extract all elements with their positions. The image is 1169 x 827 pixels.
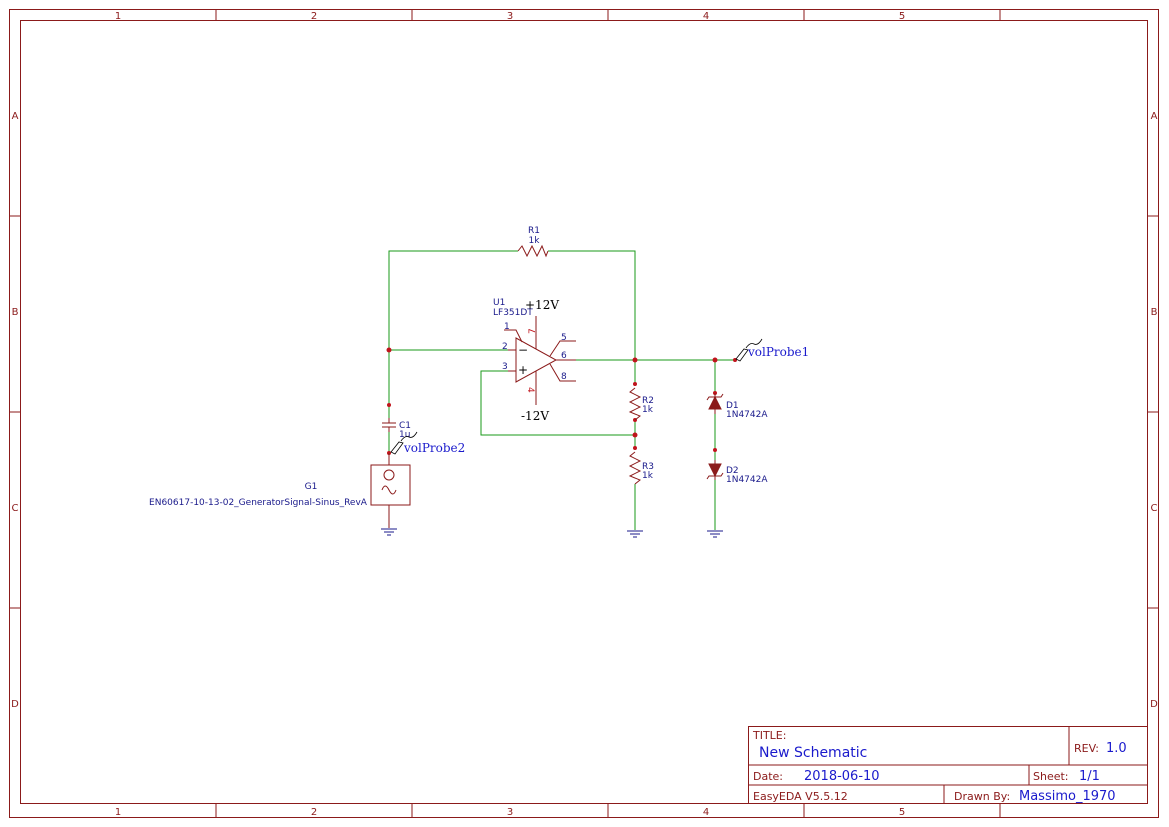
- g1-value: EN60617-10-13-02_GeneratorSignal-Sinus_R…: [149, 498, 368, 508]
- u1-pin-8: 8: [561, 372, 567, 382]
- drawn-by-label: Drawn By:: [954, 790, 1010, 803]
- title-block: TITLE: New Schematic REV: 1.0 Date: 2018…: [748, 726, 1148, 804]
- ground-symbol-r3: [627, 530, 643, 538]
- d1-value: 1N4742A: [726, 410, 768, 420]
- capacitor-c1[interactable]: C1 1u: [382, 418, 411, 440]
- probe-2-label: volProbe2: [403, 441, 465, 455]
- sine-wave-icon: [381, 485, 397, 495]
- tool-version: EasyEDA V5.5.12: [753, 790, 848, 803]
- u1-ref: U1: [493, 298, 505, 308]
- wires: [388, 250, 735, 530]
- u1-value: LF351DT: [493, 308, 533, 318]
- resistor-r3[interactable]: R3 1k: [628, 451, 654, 485]
- row-label-a: A: [1151, 111, 1158, 122]
- c1-ref: C1: [399, 421, 411, 431]
- zener-d1[interactable]: D1 1N4742A: [706, 393, 768, 420]
- row-label-b: B: [12, 307, 19, 318]
- r3-ref: R3: [642, 462, 654, 472]
- probe-1-label: volProbe1: [747, 345, 809, 359]
- row-labels-right: A B C D: [1150, 111, 1158, 710]
- column-label-3: 3: [507, 807, 513, 818]
- ground-symbol-g1: [381, 528, 397, 536]
- schematic-title: New Schematic: [759, 745, 867, 761]
- u1-pin-1: 1: [504, 322, 510, 332]
- column-label-3: 3: [507, 11, 513, 22]
- c1-value: 1u: [399, 430, 410, 440]
- column-label-4: 4: [703, 807, 709, 818]
- voltage-probe-1[interactable]: volProbe1: [735, 338, 809, 362]
- u1-pin-5: 5: [561, 333, 567, 343]
- drawn-by-value: Massimo_1970: [1019, 789, 1116, 804]
- u1-pin-7: 7: [528, 328, 538, 334]
- voltage-probe-2[interactable]: volProbe2: [390, 431, 465, 455]
- row-label-b: B: [1151, 307, 1158, 318]
- row-label-c: C: [1151, 503, 1158, 514]
- resistor-r2[interactable]: R2 1k: [628, 387, 654, 421]
- date-label: Date:: [753, 770, 783, 783]
- rev-label: REV:: [1074, 742, 1099, 755]
- column-label-4: 4: [703, 11, 709, 22]
- sheet-value: 1/1: [1079, 769, 1100, 784]
- ground-symbol-d2: [707, 530, 723, 538]
- rev-value: 1.0: [1106, 741, 1127, 756]
- d2-ref: D2: [726, 466, 739, 476]
- u1-supply-pos: +12V: [525, 298, 559, 312]
- column-label-2: 2: [311, 807, 317, 818]
- row-labels-left: A B C D: [11, 111, 19, 710]
- g1-ref: G1: [305, 482, 318, 492]
- probe-icon: [735, 348, 749, 362]
- u1-pin-2: 2: [502, 342, 508, 352]
- signal-generator-g1[interactable]: G1 EN60617-10-13-02_GeneratorSignal-Sinu…: [149, 453, 411, 528]
- column-label-1: 1: [115, 807, 121, 818]
- r2-ref: R2: [642, 396, 654, 406]
- sheet-label: Sheet:: [1033, 770, 1069, 783]
- d1-ref: D1: [726, 401, 739, 411]
- resistor-r1[interactable]: R1 1k: [517, 226, 549, 258]
- zener-d2[interactable]: D2 1N4742A: [706, 460, 768, 485]
- u1-pin-6: 6: [561, 351, 567, 361]
- date-value: 2018-06-10: [804, 769, 880, 784]
- u1-minus-sign: −: [518, 343, 528, 357]
- column-labels-bottom: 1 2 3 4 5: [115, 807, 905, 818]
- u1-pin-4: 4: [525, 387, 535, 393]
- title-label: TITLE:: [752, 729, 786, 742]
- column-label-5: 5: [899, 11, 905, 22]
- sheet-frame: [9, 9, 1159, 818]
- row-label-d: D: [11, 699, 19, 710]
- probe-icon: [390, 441, 404, 455]
- u1-plus-sign: +: [518, 363, 528, 377]
- u1-pin-3: 3: [502, 362, 508, 372]
- r1-value: 1k: [529, 236, 541, 246]
- row-label-d: D: [1150, 699, 1158, 710]
- r1-ref: R1: [528, 226, 540, 236]
- column-label-1: 1: [115, 11, 121, 22]
- u1-supply-neg: -12V: [521, 409, 549, 423]
- r3-value: 1k: [642, 471, 654, 481]
- r2-value: 1k: [642, 405, 654, 415]
- opamp-u1[interactable]: − + 1 2 3 4 5 6 7 8 U1 LF351DT +12V -12V: [493, 298, 576, 423]
- column-labels-top: 1 2 3 4 5: [115, 11, 905, 22]
- row-label-a: A: [12, 111, 19, 122]
- row-label-c: C: [12, 503, 19, 514]
- column-label-5: 5: [899, 807, 905, 818]
- junction-dots: [386, 347, 737, 455]
- d2-value: 1N4742A: [726, 475, 768, 485]
- column-label-2: 2: [311, 11, 317, 22]
